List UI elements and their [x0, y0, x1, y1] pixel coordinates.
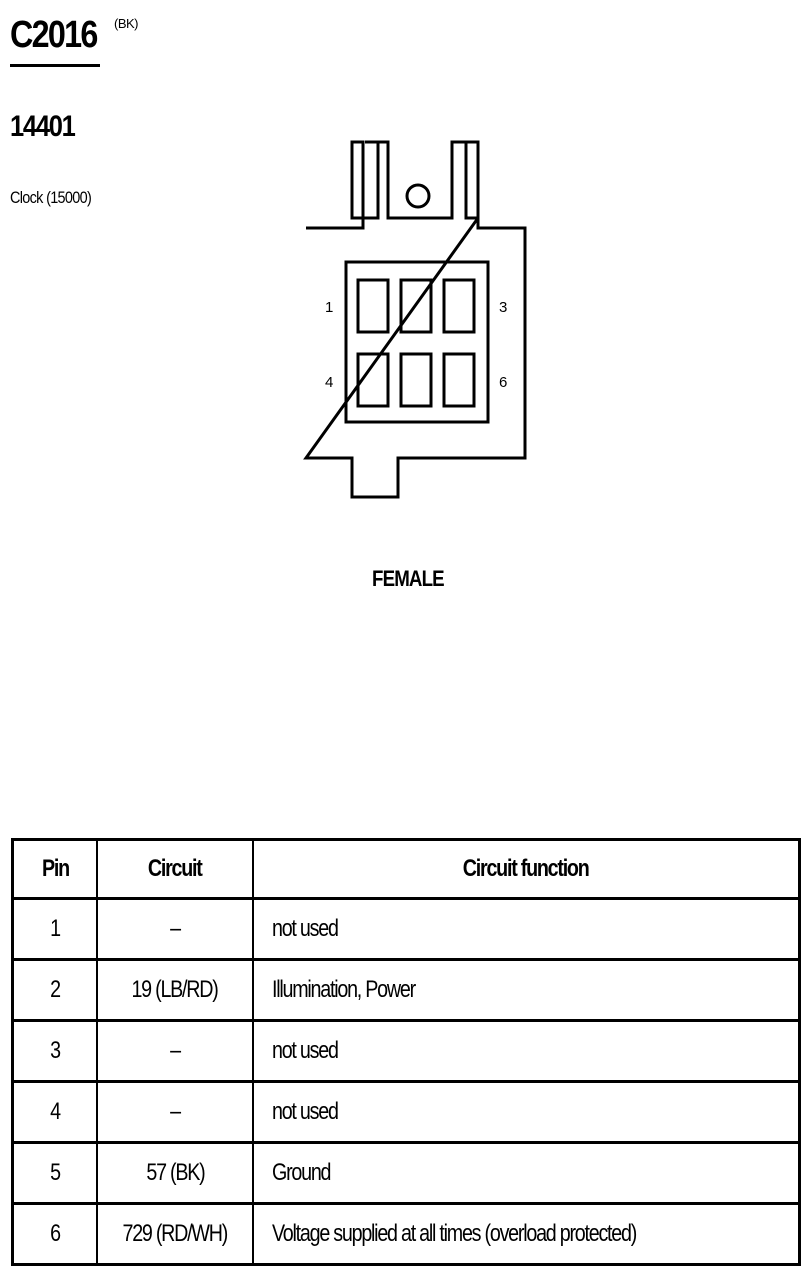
header-circuit-function: Circuit function — [252, 839, 801, 900]
cell-function: Voltage supplied at all times (overload … — [252, 1203, 801, 1265]
connector-id: C2016 — [10, 14, 98, 56]
pin-cavity-3 — [442, 278, 476, 334]
pin-label-6: 6 — [499, 374, 507, 391]
connector-housing-outline — [303, 140, 527, 499]
table-row: 2 19 (LB/RD) Illumination, Power — [11, 959, 801, 1022]
latch-hole — [405, 183, 431, 209]
table-row: 5 57 (BK) Ground — [11, 1142, 801, 1205]
pin-cavity-1 — [356, 278, 390, 334]
table-row: 4 – not used — [11, 1081, 801, 1144]
gender-label: FEMALE — [372, 566, 445, 591]
cell-circuit: – — [96, 898, 254, 961]
cell-circuit: 729 (RD/WH) — [96, 1203, 254, 1265]
connector-color: (BK) — [114, 16, 139, 31]
connector-face-diagram: 1 3 4 6 — [303, 140, 527, 499]
pin-table: Pin Circuit Circuit function 1 – not use… — [11, 838, 801, 1266]
cell-pin: 3 — [11, 1020, 98, 1083]
cell-function: Ground — [252, 1142, 801, 1205]
cell-circuit: – — [96, 1081, 254, 1144]
cell-pin: 1 — [11, 898, 98, 961]
table-header-row: Pin Circuit Circuit function — [11, 839, 801, 900]
cell-pin: 2 — [11, 959, 98, 1022]
pin-label-4: 4 — [325, 374, 333, 391]
table-row: 6 729 (RD/WH) Voltage supplied at all ti… — [11, 1203, 801, 1265]
cavity-block — [344, 260, 490, 424]
table-row: 3 – not used — [11, 1020, 801, 1083]
cell-function: Illumination, Power — [252, 959, 801, 1022]
pin-label-1: 1 — [325, 299, 333, 316]
pin-cavity-4 — [356, 352, 390, 408]
part-number: 14401 — [10, 110, 76, 143]
cell-pin: 4 — [11, 1081, 98, 1144]
pin-cavity-6 — [442, 352, 476, 408]
cell-circuit: 19 (LB/RD) — [96, 959, 254, 1022]
header-pin: Pin — [11, 839, 98, 900]
cell-circuit: – — [96, 1020, 254, 1083]
title-underline — [10, 64, 100, 67]
component-name: Clock (15000) — [10, 188, 92, 207]
cell-pin: 5 — [11, 1142, 98, 1205]
cell-function: not used — [252, 898, 801, 961]
pin-cavity-5 — [399, 352, 433, 408]
cell-pin: 6 — [11, 1203, 98, 1265]
table-row: 1 – not used — [11, 898, 801, 961]
pin-cavity-2 — [399, 278, 433, 334]
cell-function: not used — [252, 1081, 801, 1144]
header-circuit: Circuit — [96, 839, 254, 900]
cell-circuit: 57 (BK) — [96, 1142, 254, 1205]
pin-label-3: 3 — [499, 299, 507, 316]
cell-function: not used — [252, 1020, 801, 1083]
